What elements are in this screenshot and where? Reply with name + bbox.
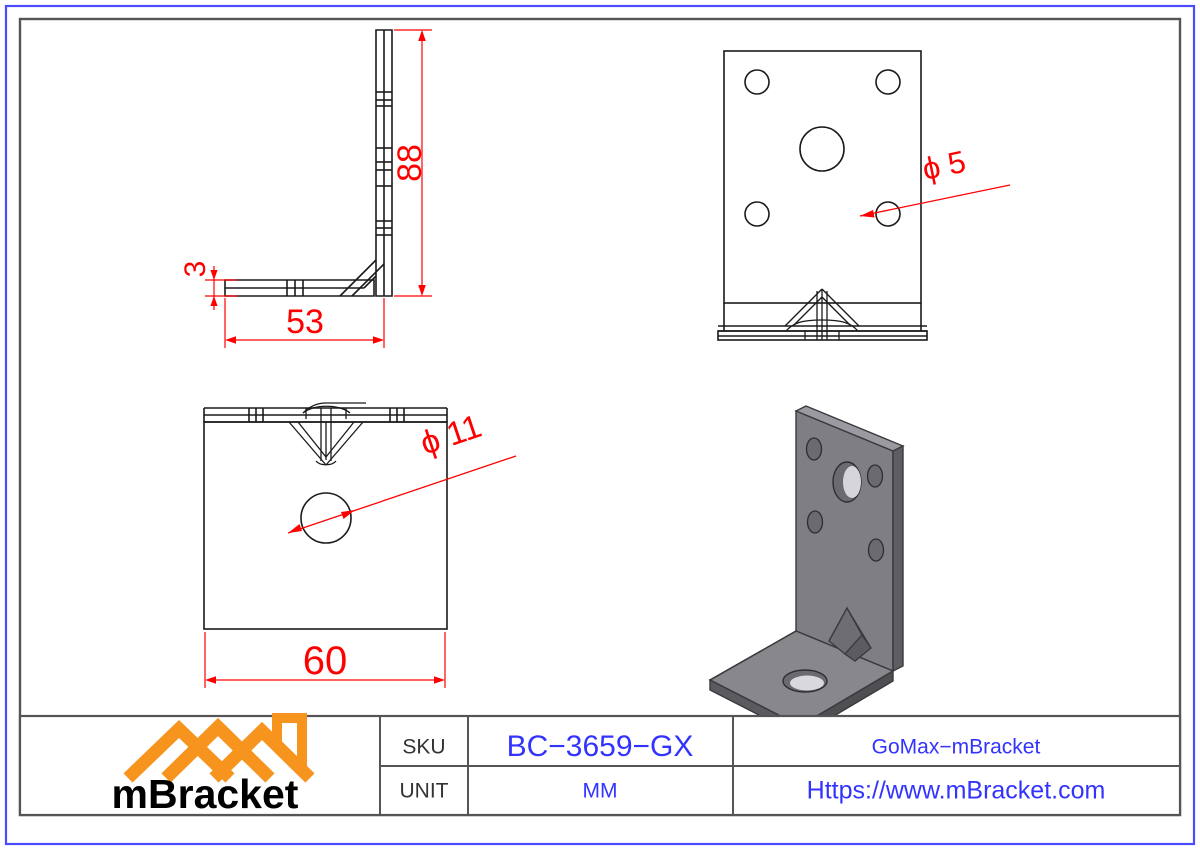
- iso-hole-large-vertical-bore: [843, 466, 861, 498]
- callout-leader-line: [859, 184, 1011, 217]
- dim-arrow-thickness-top-icon: [210, 270, 218, 280]
- chimney-icon: [272, 713, 307, 770]
- top-view-rib: [288, 402, 366, 466]
- iso-rib-outline: [828, 606, 872, 649]
- front-view-rib: [784, 288, 860, 340]
- dimension-53: 53: [224, 298, 385, 348]
- logo: mBracket: [112, 713, 315, 817]
- hole-small-bottom-right: [875, 201, 901, 227]
- dim-arrow-left-icon: [225, 336, 236, 344]
- iso-hole-small-3: [806, 510, 824, 534]
- callout-11-arrow-mid-icon: [341, 510, 355, 519]
- iso-hole-small-4: [867, 538, 885, 562]
- dim-arrow-up-icon: [418, 30, 426, 41]
- dimension-60-label: 60: [303, 639, 348, 683]
- hole-small-bottom-left: [744, 201, 770, 227]
- side-view-geometry: [224, 29, 393, 297]
- view-side-profile: 88 53 3: [179, 29, 432, 348]
- title-block-value-unit: MM: [583, 780, 618, 803]
- dim-arrow-thickness-bottom-icon: [210, 296, 218, 306]
- callout-diameter-5: ϕ 5: [859, 144, 1011, 218]
- iso-hole-small-1: [805, 437, 823, 461]
- hole-large-top-view: [300, 492, 352, 544]
- iso-hole-small-2: [866, 464, 884, 488]
- iso-vertical-plate-side-edge: [892, 444, 904, 673]
- title-block-website[interactable]: Https://www.mBracket.com: [807, 777, 1106, 805]
- iso-hole-large-base-bore: [790, 675, 824, 691]
- hole-small-top-left: [744, 69, 770, 95]
- dim-60-arrow-left-icon: [205, 676, 216, 684]
- iso-bend-line: [709, 630, 797, 681]
- dimension-53-label: 53: [286, 303, 324, 341]
- title-block: mBracket SKU BC−3659−GX GoMax−mBracket U…: [18, 713, 1182, 817]
- logo-wordmark: mBracket: [112, 771, 299, 817]
- hole-large-center: [799, 126, 845, 172]
- dim-arrow-down-icon: [418, 285, 426, 296]
- title-block-brand: GoMax−mBracket: [872, 736, 1041, 759]
- sheet-outer-border: [4, 4, 1196, 846]
- front-view-holes: [744, 69, 901, 227]
- dimension-88: 88: [391, 29, 432, 297]
- roof-peaks-icon: [123, 717, 315, 783]
- title-block-key-unit: UNIT: [400, 780, 449, 803]
- callout-11-leader-line: [287, 455, 517, 534]
- callout-11-arrow-start-icon: [288, 524, 302, 533]
- title-block-value-sku: BC−3659−GX: [507, 730, 694, 763]
- dimension-3-label: 3: [179, 261, 212, 278]
- dimension-3: 3: [179, 261, 237, 310]
- dimension-60: 60: [204, 632, 446, 688]
- dimension-88-label: 88: [391, 144, 429, 182]
- callout-diameter-5-label: ϕ 5: [919, 144, 968, 187]
- dim-arrow-right-icon: [373, 336, 384, 344]
- view-isometric-3d: [708, 405, 905, 738]
- dim-60-arrow-right-icon: [434, 676, 445, 684]
- callout-arrow-icon: [860, 210, 875, 218]
- hole-small-top-right: [875, 69, 901, 95]
- title-block-key-sku: SKU: [402, 736, 445, 759]
- view-front-elevation: ϕ 5: [717, 50, 1011, 341]
